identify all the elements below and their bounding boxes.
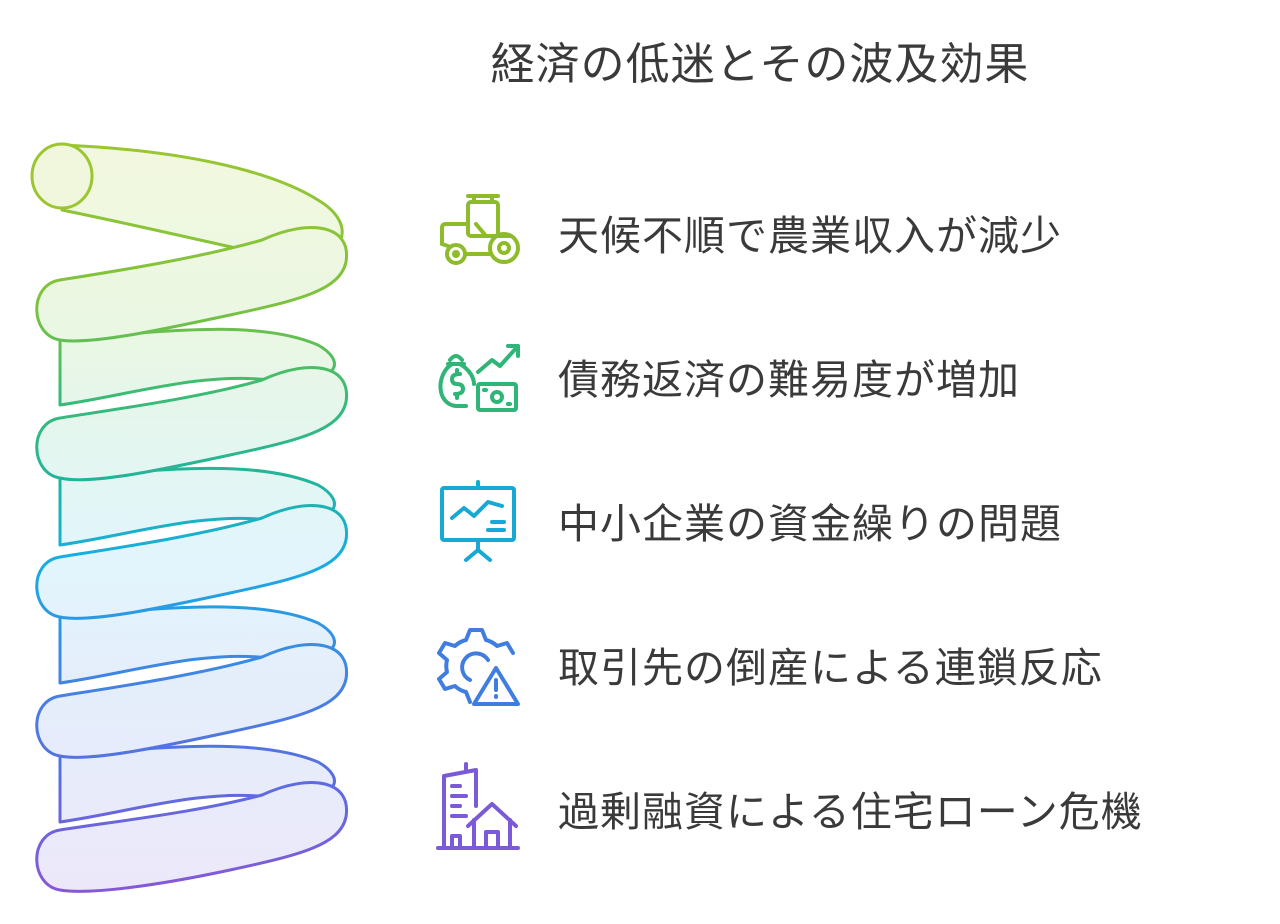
presentation-chart-icon <box>440 480 516 562</box>
list-item: 天候不順で農業収入が減少 <box>430 182 1270 282</box>
list-item: 取引先の倒産による連鎖反応 <box>430 614 1270 714</box>
gear-warning-icon <box>437 628 520 706</box>
item-label: 債務返済の難易度が増加 <box>558 356 1020 404</box>
list-item: 中小企業の資金繰りの問題 <box>430 470 1270 570</box>
list-item: 債務返済の難易度が増加 <box>430 326 1270 426</box>
item-label: 天候不順で農業収入が減少 <box>558 212 1062 260</box>
item-label: 中小企業の資金繰りの問題 <box>558 500 1062 548</box>
money-growth-icon <box>438 344 520 412</box>
list-item: 過剰融資による住宅ローン危機 <box>430 758 1270 858</box>
item-label: 取引先の倒産による連鎖反応 <box>558 644 1103 692</box>
item-label: 過剰融資による住宅ローン危機 <box>558 788 1143 836</box>
diagram-title: 経済の低迷とその波及効果 <box>490 39 1030 90</box>
spring-coil <box>30 142 349 893</box>
buildings-house-icon <box>436 762 520 850</box>
tractor-icon <box>440 194 520 265</box>
